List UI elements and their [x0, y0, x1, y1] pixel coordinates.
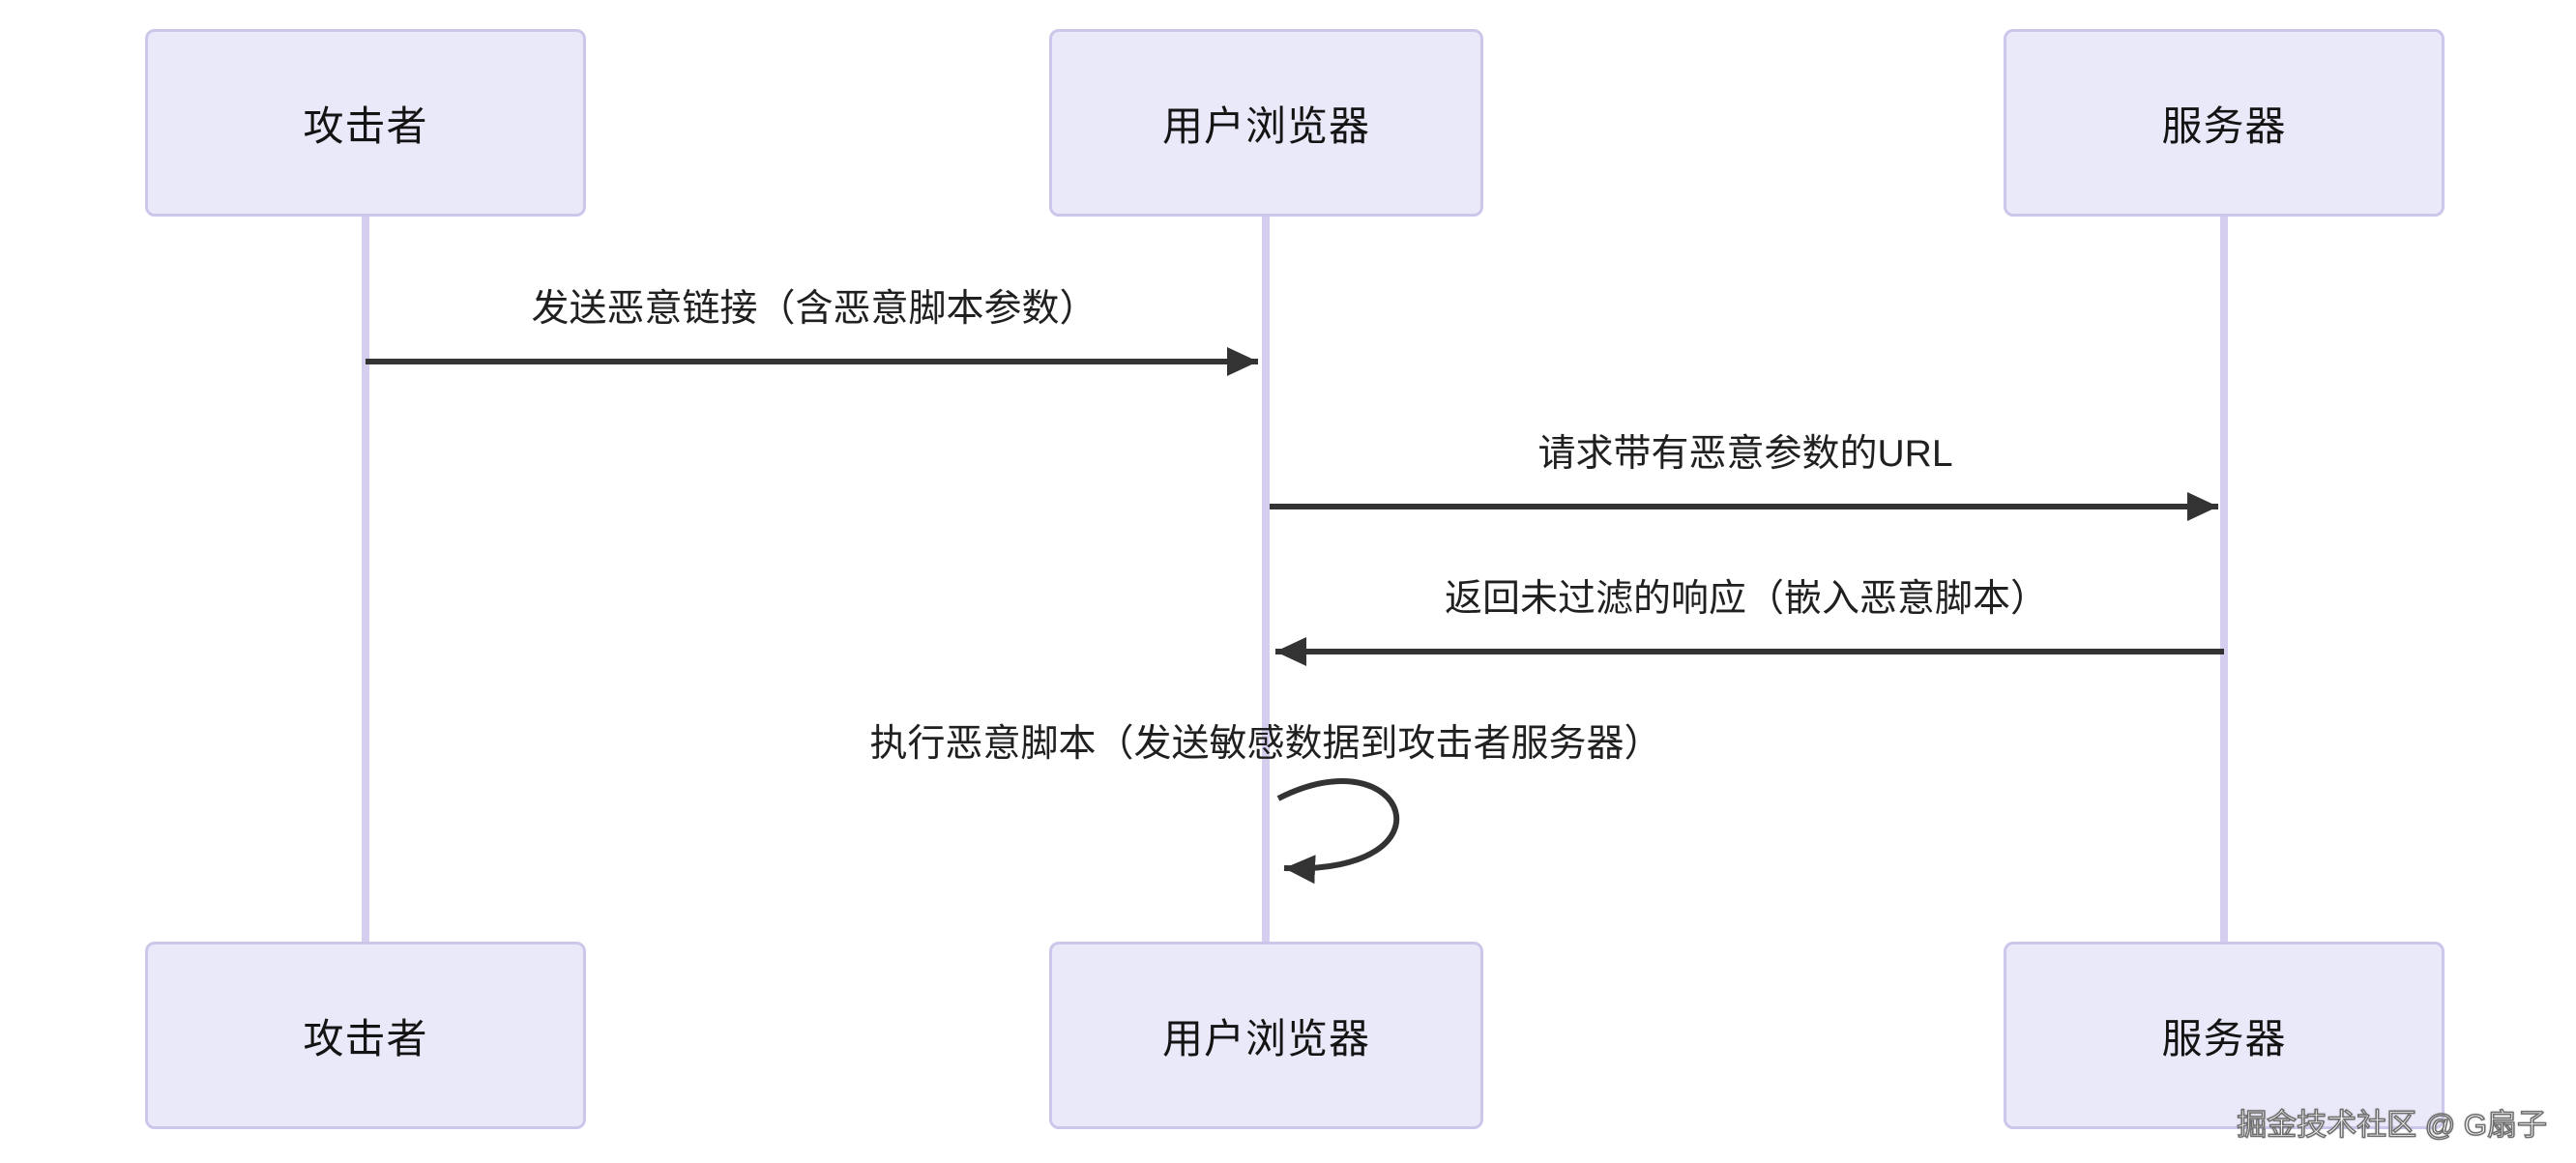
actor-label: 服务器	[2161, 102, 2287, 149]
actor-label: 服务器	[2161, 1015, 2287, 1061]
actor-box-browser-top: 用户浏览器	[1049, 29, 1483, 217]
actor-box-attacker-top: 攻击者	[145, 29, 586, 217]
message-label-1: 发送恶意链接（含恶意脚本参数）	[531, 288, 1098, 330]
message-label-4: 执行恶意脚本（发送敏感数据到攻击者服务器）	[869, 723, 1662, 765]
actor-label: 用户浏览器	[1161, 102, 1370, 149]
actor-label: 攻击者	[303, 102, 428, 149]
actor-box-browser-bottom: 用户浏览器	[1049, 942, 1483, 1129]
actor-box-server-top: 服务器	[2004, 29, 2444, 217]
message-label-2: 请求带有恶意参数的URL	[1537, 433, 1953, 475]
message-self-loop-arrow	[1276, 778, 1400, 885]
actor-box-server-bottom: 服务器	[2004, 942, 2444, 1129]
actor-label: 用户浏览器	[1161, 1015, 1370, 1061]
actor-box-attacker-bottom: 攻击者	[145, 942, 586, 1129]
watermark: 掘金技术社区 @ G扇子	[2236, 1107, 2547, 1143]
message-label-3: 返回未过滤的响应（嵌入恶意脚本）	[1444, 578, 2049, 620]
actor-label: 攻击者	[303, 1015, 428, 1061]
